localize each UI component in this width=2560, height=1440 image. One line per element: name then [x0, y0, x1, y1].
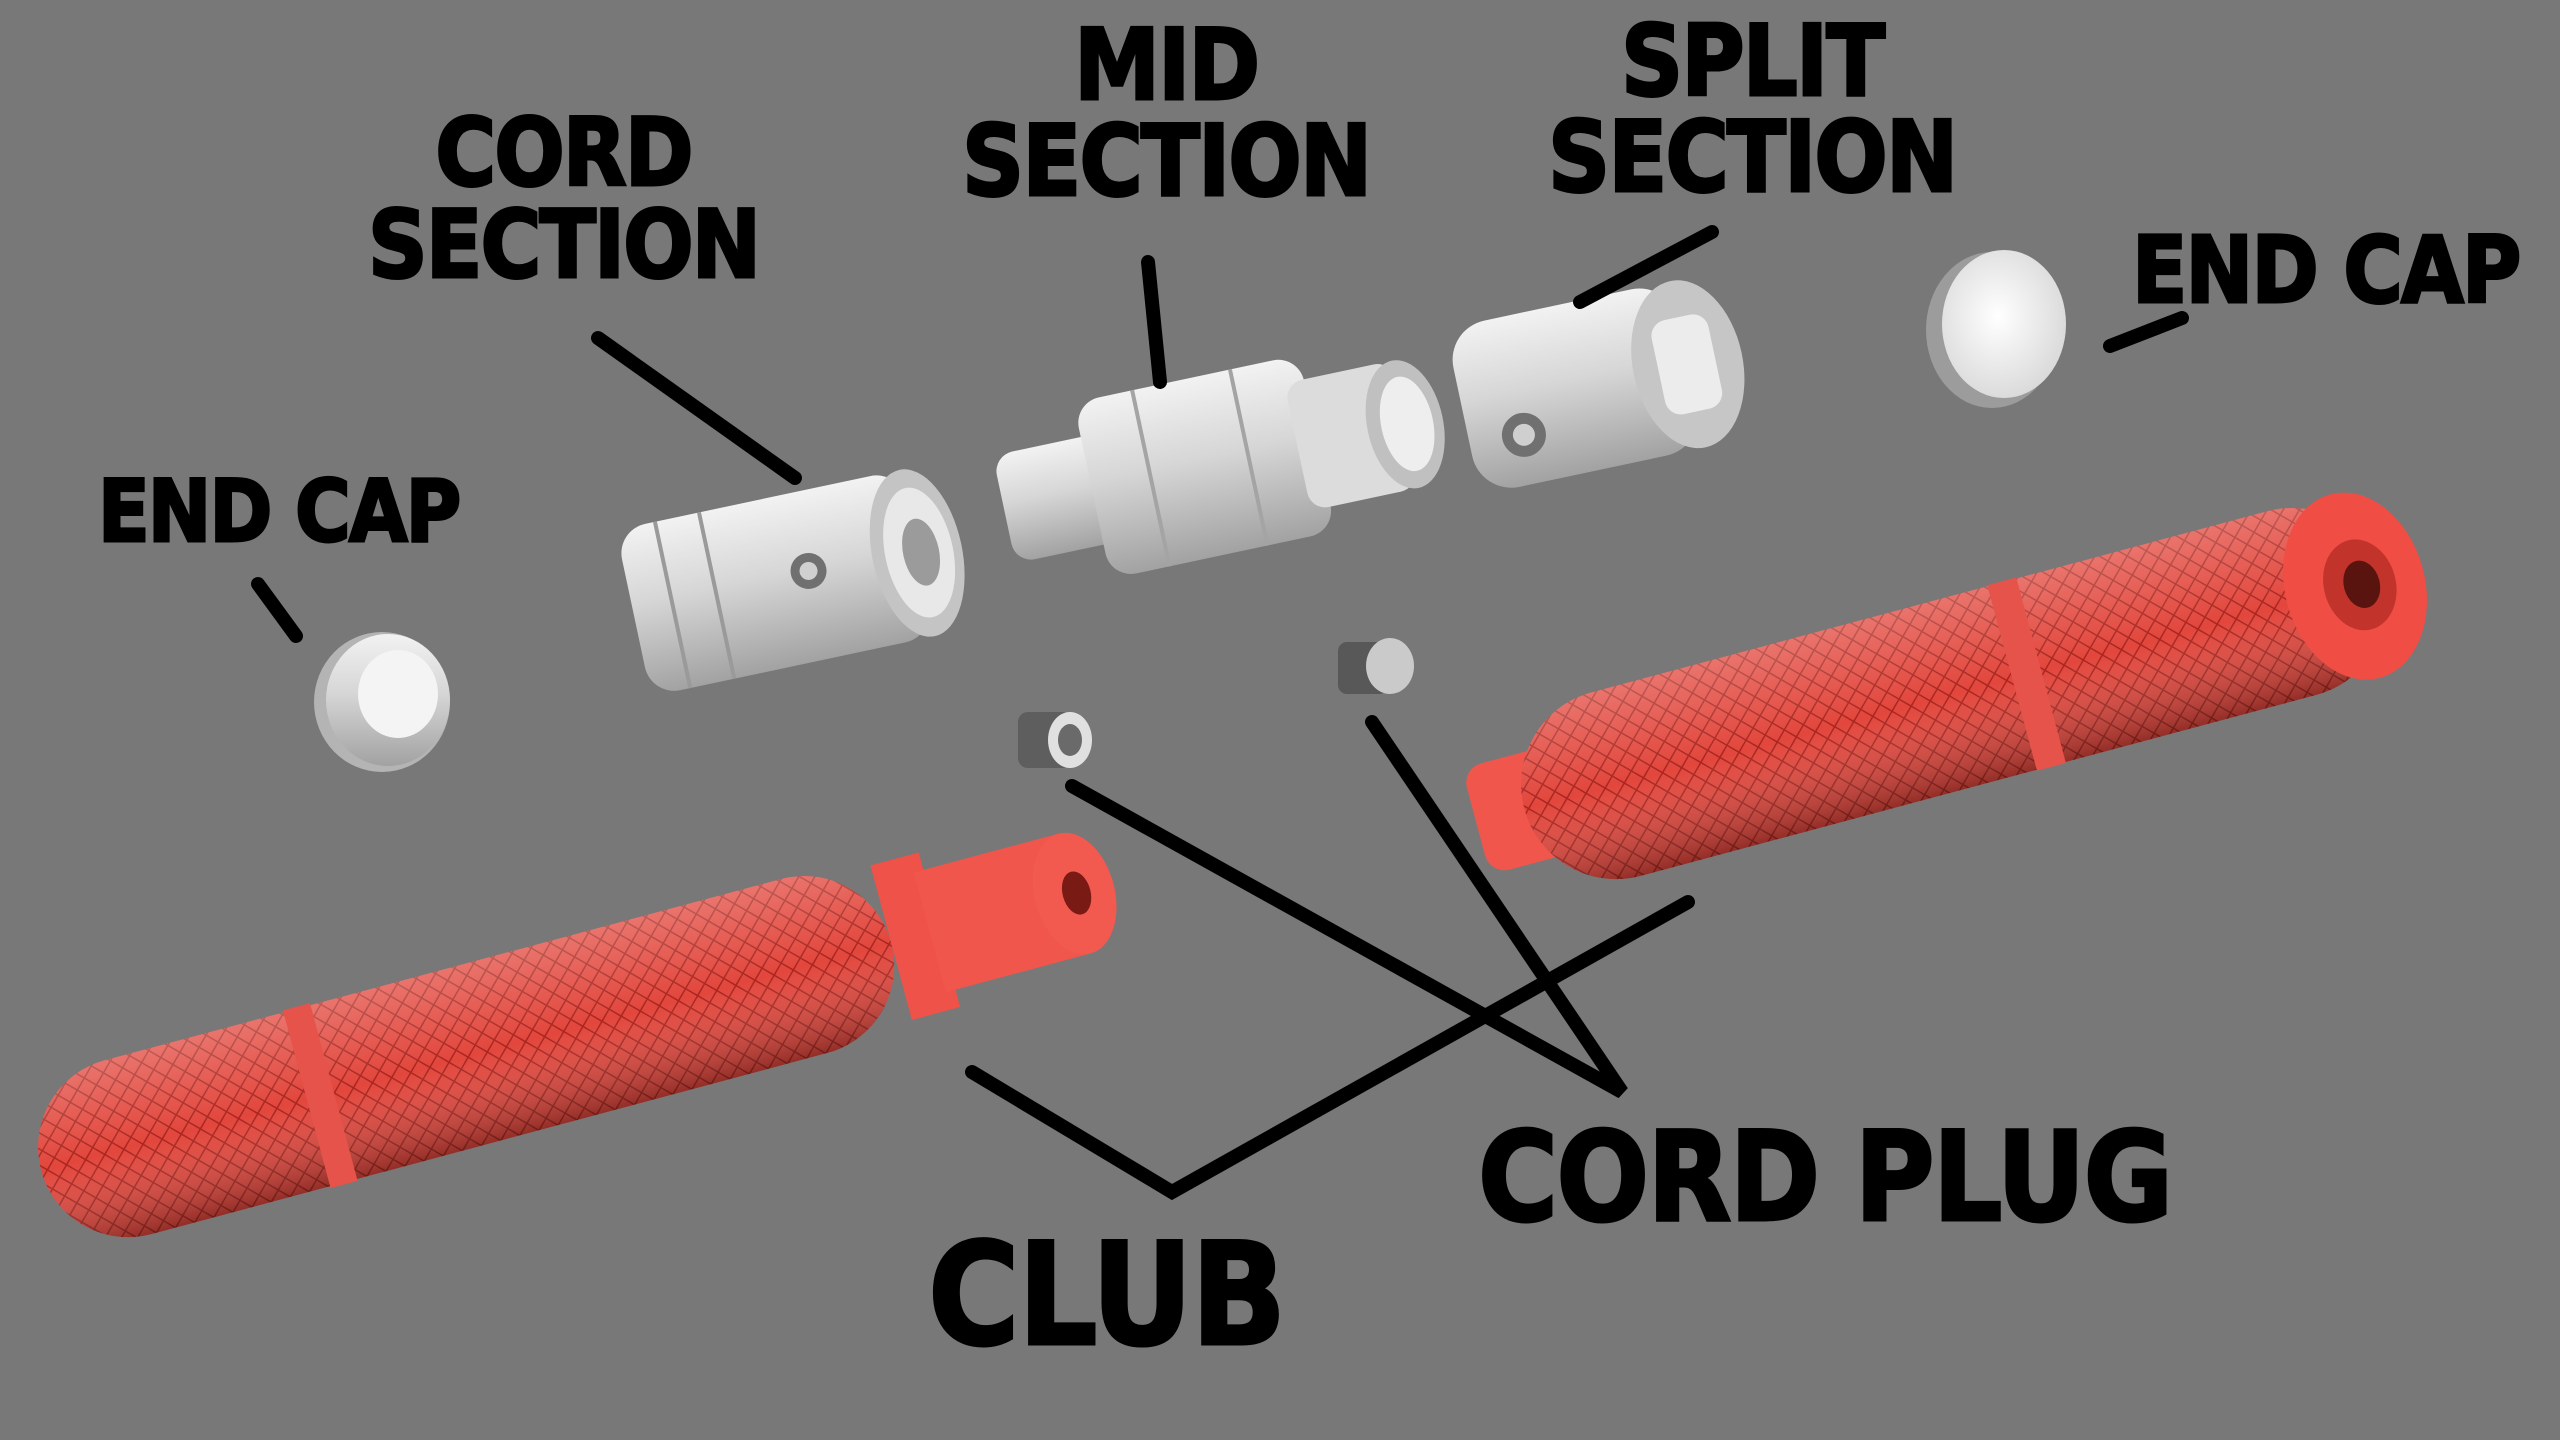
leader-end-cap-left	[251, 577, 303, 643]
leader-cord-plug	[1065, 715, 1628, 1099]
club-handle-left-part	[38, 832, 1117, 1238]
split-section-part	[1452, 280, 1745, 488]
split-section-label-line1: SPLIT	[1620, 5, 1887, 119]
leader-club	[965, 895, 1695, 1201]
leader-end-cap-right	[2103, 311, 2189, 353]
cord-section-label-line2: SECTION	[367, 191, 763, 301]
club-handle-right-part	[1466, 492, 2427, 880]
cord-section-label: CORD SECTION	[367, 99, 763, 301]
split-section-label: SPLIT SECTION	[1547, 5, 1960, 216]
cord-plug-label: CORD PLUG	[1477, 1106, 2175, 1250]
split-section-label-line2: SECTION	[1547, 101, 1960, 216]
mid-section-label-line1: MID	[1073, 9, 1262, 123]
leader-cord-section	[591, 331, 802, 485]
leader-split-section	[1573, 225, 1719, 309]
end-cap-left-part	[314, 632, 450, 772]
cord-section-part	[621, 469, 965, 691]
leader-lines	[251, 225, 2189, 1201]
end-cap-right-label: END CAP	[2131, 217, 2523, 324]
cord-section-label-line1: CORD	[434, 99, 695, 208]
end-cap-right-part	[1926, 250, 2066, 408]
club-label: CLUB	[927, 1213, 1288, 1378]
cord-plug-right-part	[1338, 638, 1414, 694]
end-cap-left-label: END CAP	[97, 462, 463, 562]
mid-section-label-line2: SECTION	[961, 105, 1374, 220]
mid-section-label: MID SECTION	[961, 9, 1374, 220]
leader-mid-section	[1141, 255, 1167, 389]
mid-section-part	[996, 359, 1445, 574]
cord-plug-left-part	[1018, 712, 1092, 768]
